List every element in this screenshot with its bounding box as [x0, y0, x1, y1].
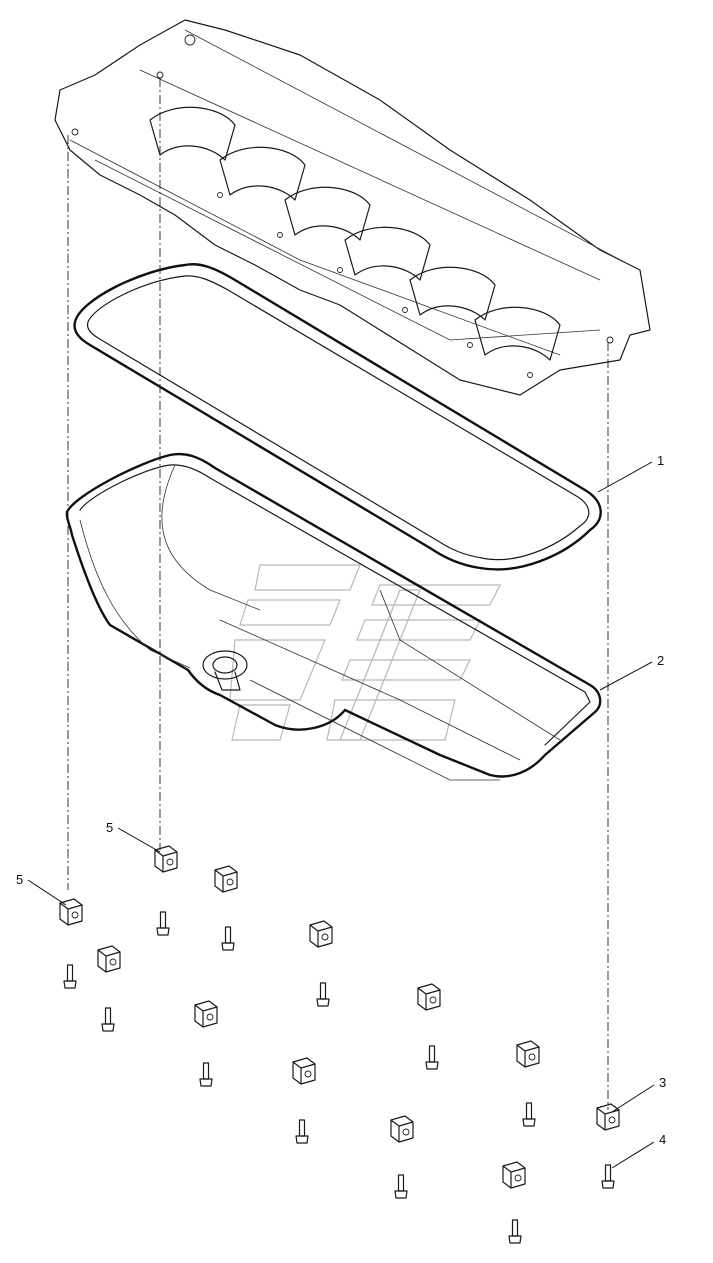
bolt [156, 911, 170, 936]
bolt [508, 1219, 522, 1244]
bolt [425, 1045, 439, 1070]
callout-5a-label: 5 [106, 820, 113, 835]
spacer-block [97, 945, 121, 973]
spacer-block [516, 1040, 540, 1068]
engine-block [54, 19, 651, 396]
block-bolt-holes [71, 34, 614, 378]
bolt [601, 1164, 615, 1189]
bearing-saddles [149, 106, 561, 361]
callout-4: 4 [611, 1132, 666, 1169]
callout-1: 1 [597, 453, 664, 493]
oil-pan-gasket [73, 263, 602, 571]
callout-4-label: 4 [659, 1132, 666, 1147]
bolt [295, 1119, 309, 1144]
spacer-block [309, 920, 333, 948]
bolt [199, 1062, 213, 1087]
spacer-block [417, 983, 441, 1011]
callout-2-label: 2 [657, 653, 664, 668]
spacer-blocks [59, 845, 620, 1189]
bolt [221, 926, 235, 951]
spacer-block [390, 1115, 414, 1143]
callout-3: 3 [611, 1075, 666, 1113]
bolt [394, 1174, 408, 1199]
bolt [522, 1102, 536, 1127]
spacer-block [154, 845, 178, 873]
watermark-logo [229, 564, 501, 741]
spacer-block [194, 1000, 218, 1028]
spacer-block [596, 1103, 620, 1131]
spacer-block [292, 1057, 316, 1085]
spacer-block [502, 1161, 526, 1189]
callout-2: 2 [599, 653, 664, 691]
callout-5b-label: 5 [16, 872, 23, 887]
callout-5b: 5 [16, 872, 67, 906]
oil-pan [65, 452, 602, 781]
bolt [63, 964, 77, 989]
alignment-lines [67, 78, 609, 1110]
drain-plug [202, 650, 248, 691]
spacer-block [59, 898, 83, 926]
callout-5a: 5 [106, 820, 161, 853]
callout-3-label: 3 [659, 1075, 666, 1090]
callouts: 1 2 3 4 5 5 [16, 453, 666, 1169]
callout-1-label: 1 [657, 453, 664, 468]
bolts [63, 911, 615, 1244]
bolt [316, 982, 330, 1007]
bolt [101, 1007, 115, 1032]
spacer-block [214, 865, 238, 893]
